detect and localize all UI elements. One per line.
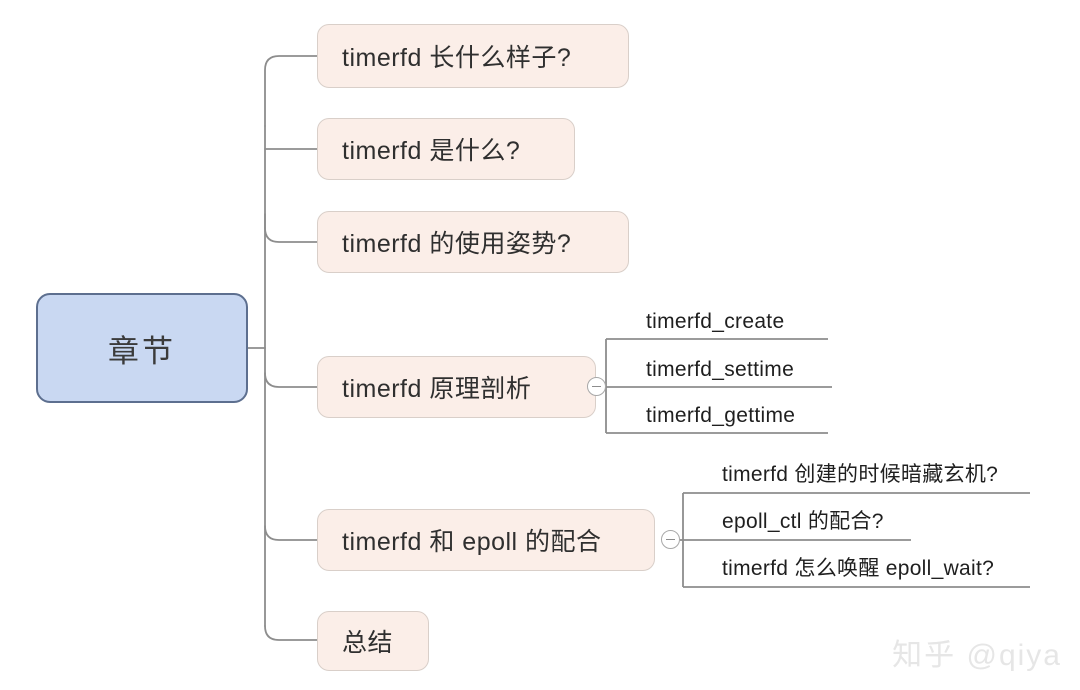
branch-node-summary[interactable]: 总结: [317, 611, 429, 671]
branch-node-label: timerfd 长什么样子?: [342, 44, 572, 72]
watermark: 知乎 @qiya: [892, 639, 1062, 672]
leaf-node-timerfd-create-secret[interactable]: timerfd 创建的时候暗藏玄机?: [722, 461, 998, 493]
connector-branch-5: [264, 525, 318, 541]
leaf-node-label: epoll_ctl 的配合?: [722, 510, 884, 533]
leaf-node-label: timerfd_create: [646, 310, 785, 333]
leaf-node-timerfd-create[interactable]: timerfd_create: [646, 307, 784, 339]
leaf-node-label: timerfd 怎么唤醒 epoll_wait?: [722, 557, 995, 580]
collapse-toggle-epoll[interactable]: [661, 530, 680, 549]
branch-node-label: 总结: [342, 629, 394, 657]
leaf-node-label: timerfd_gettime: [646, 404, 796, 427]
leaf-node-timerfd-settime[interactable]: timerfd_settime: [646, 355, 794, 387]
branch-node-timerfd-epoll[interactable]: timerfd 和 epoll 的配合: [317, 509, 655, 571]
branch-node-timerfd-appearance[interactable]: timerfd 长什么样子?: [317, 24, 629, 88]
root-node-label: 章节: [108, 333, 176, 369]
connector-branch-1: [264, 55, 318, 127]
branch-node-timerfd-usage[interactable]: timerfd 的使用姿势?: [317, 211, 629, 273]
branch-node-label: timerfd 是什么?: [342, 137, 521, 165]
minus-icon: [666, 538, 675, 541]
leaf-node-timerfd-gettime[interactable]: timerfd_gettime: [646, 401, 795, 433]
branch-node-label: timerfd 原理剖析: [342, 375, 532, 403]
connector-branch-6: [264, 625, 318, 641]
connector-branch-4: [264, 372, 318, 388]
connector-branch-3: [264, 227, 318, 243]
branch-node-label: timerfd 和 epoll 的配合: [342, 528, 602, 556]
leaf-node-label: timerfd_settime: [646, 358, 795, 381]
branch-node-label: timerfd 的使用姿势?: [342, 230, 572, 258]
leaf-node-timerfd-wake-epoll-wait[interactable]: timerfd 怎么唤醒 epoll_wait?: [722, 555, 994, 587]
collapse-toggle-principle[interactable]: [587, 377, 606, 396]
minus-icon: [592, 385, 601, 388]
branch-node-timerfd-what[interactable]: timerfd 是什么?: [317, 118, 575, 180]
leaf-node-label: timerfd 创建的时候暗藏玄机?: [722, 463, 999, 486]
branch-node-timerfd-principle[interactable]: timerfd 原理剖析: [317, 356, 596, 418]
leaf-node-epoll-ctl[interactable]: epoll_ctl 的配合?: [722, 508, 884, 540]
root-node[interactable]: 章节: [36, 293, 248, 403]
